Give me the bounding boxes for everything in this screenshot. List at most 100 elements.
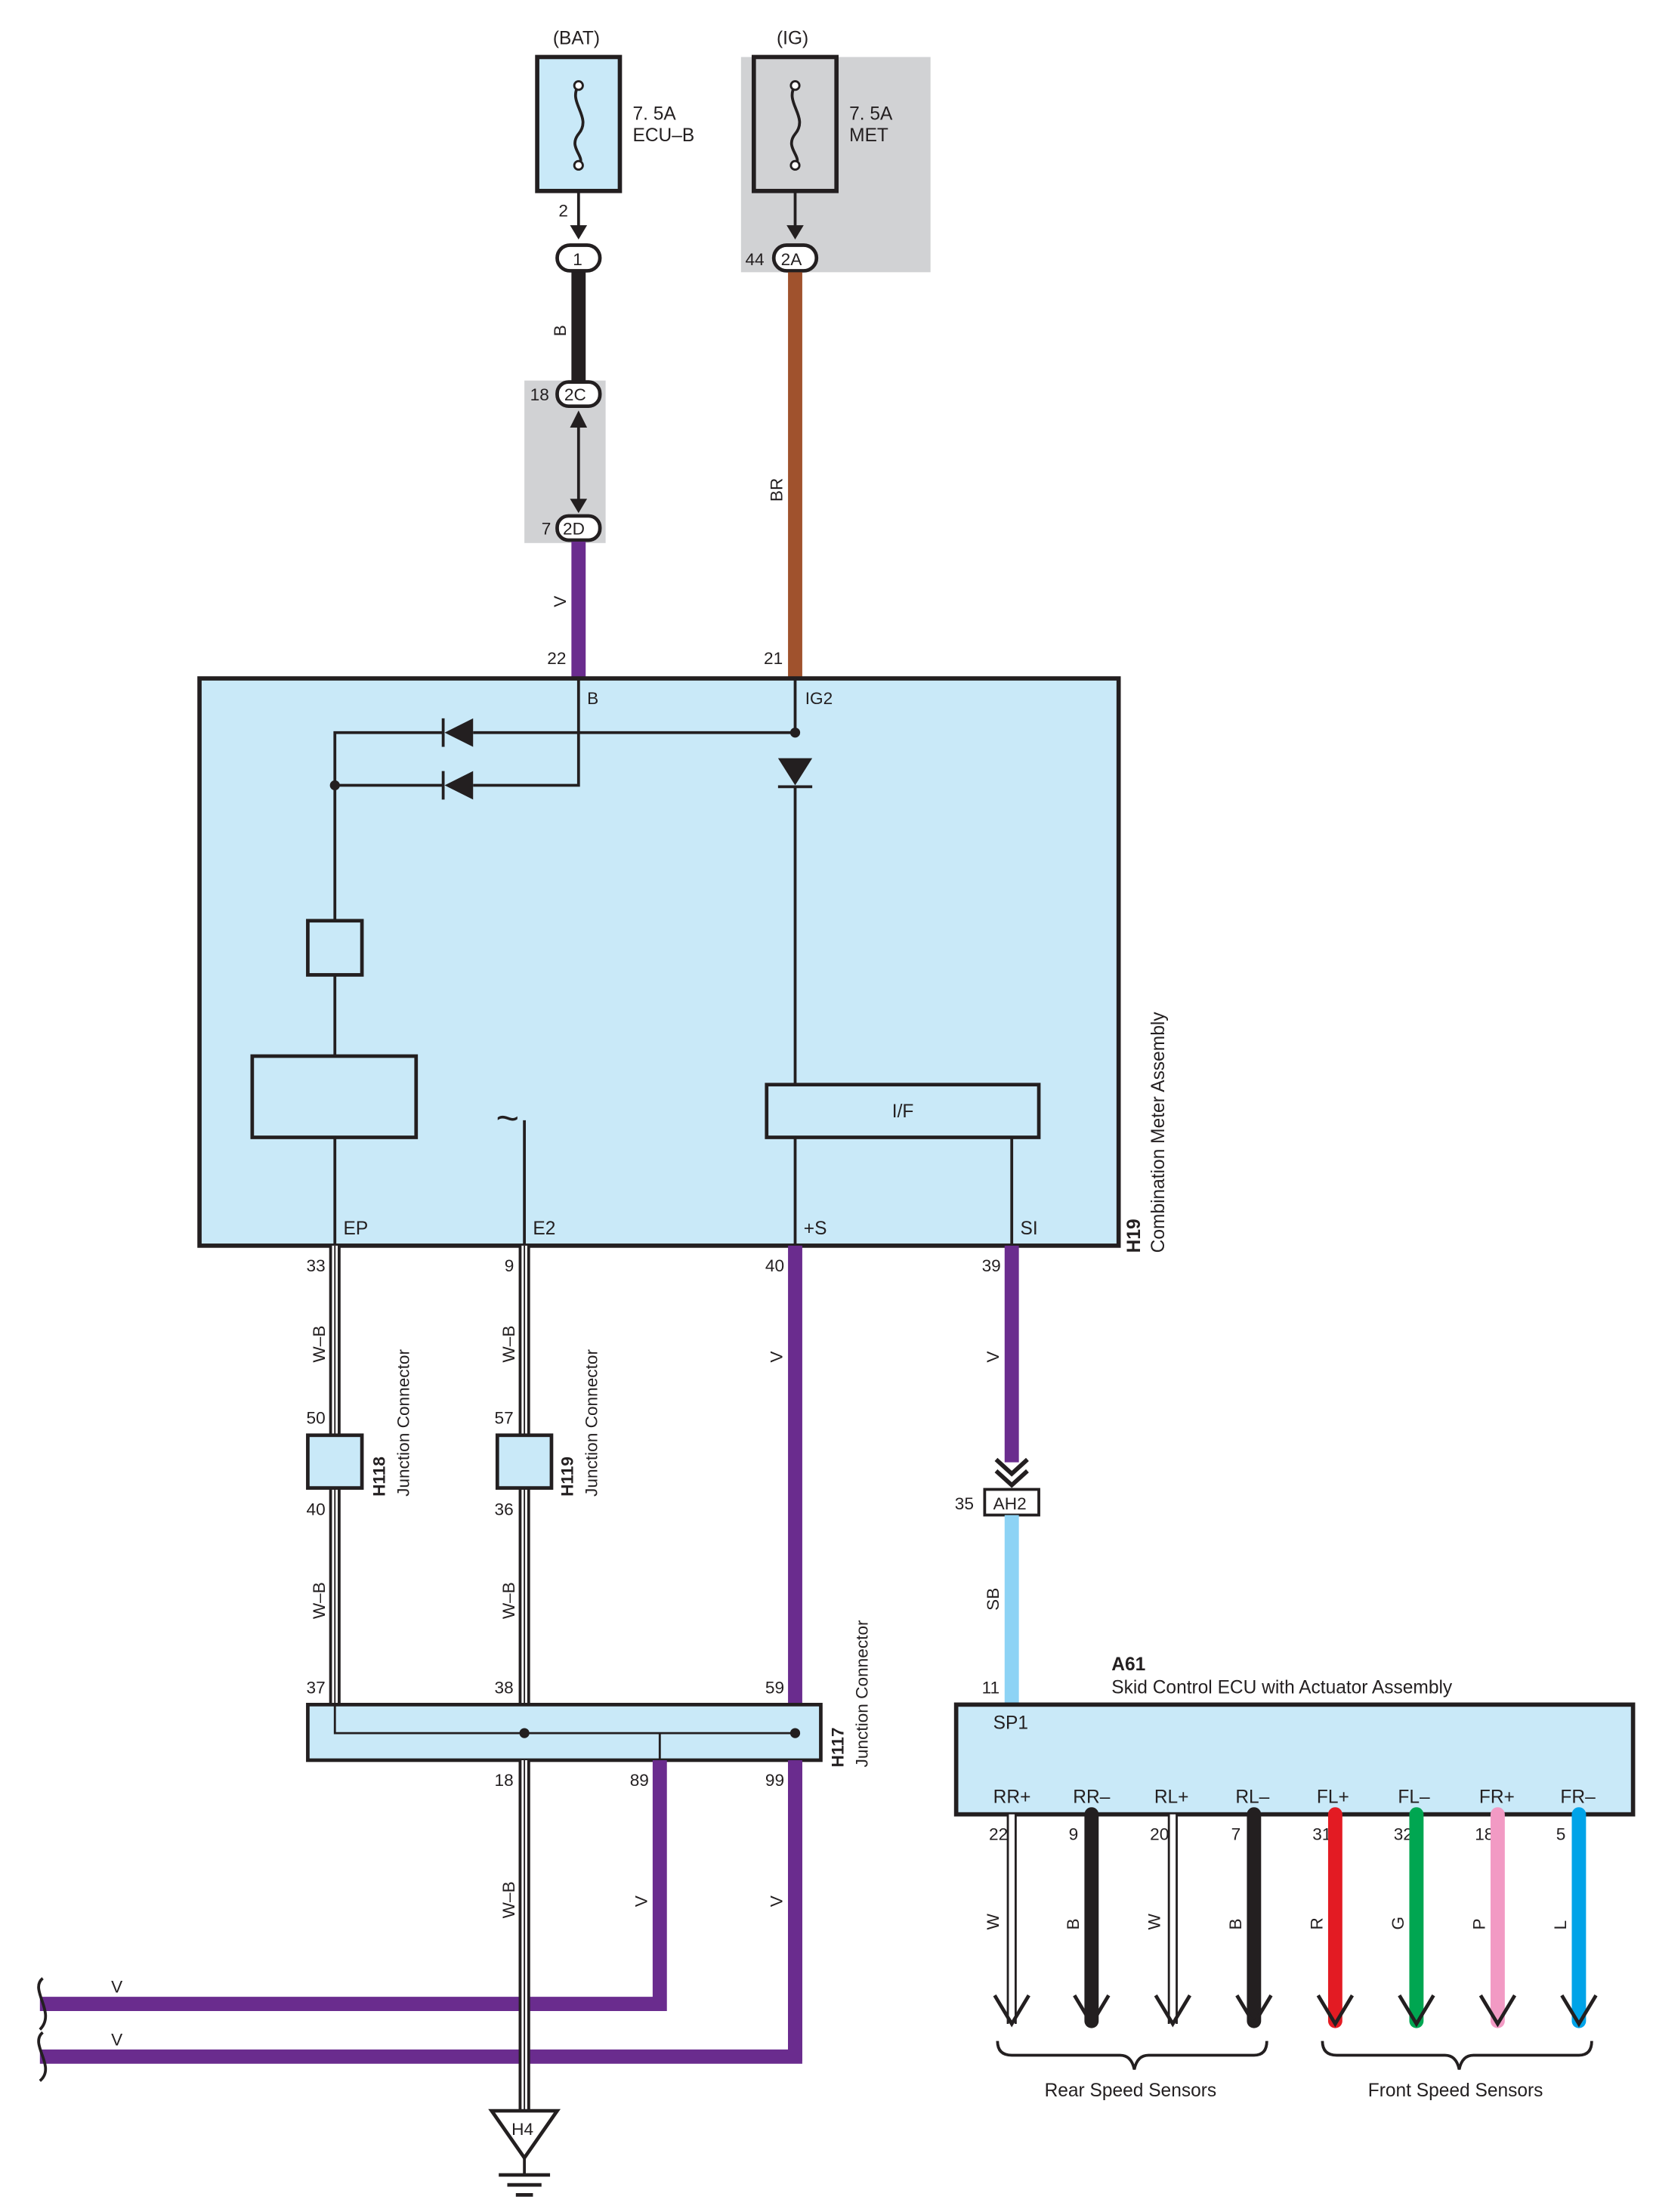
skid-pin-label: 7 [1231, 1825, 1241, 1844]
wire-label-wb3: W–B [310, 1582, 329, 1619]
bat-fuse-symbol [573, 85, 585, 167]
wire-label-wb2: W–B [499, 1326, 518, 1363]
skid-pin-label: 20 [1150, 1825, 1169, 1844]
meter-pin-ep: 33 [307, 1256, 326, 1275]
meter-if-block [765, 1083, 1041, 1139]
sensor-wire-label: P [1469, 1918, 1488, 1929]
sensor-arrow-icon [993, 1994, 1030, 2028]
skid-ecu-box [953, 1702, 1636, 1817]
connector-2d-pin: 7 [542, 519, 552, 538]
skid-pin-label: 22 [989, 1825, 1008, 1844]
skid-term-label: FL+ [1317, 1787, 1349, 1808]
wire-v-89 [39, 1759, 667, 2011]
sensor-arrow-icon [1235, 1994, 1273, 2028]
skid-term-label: FR+ [1479, 1787, 1515, 1808]
sensor-arrow-icon [1478, 1994, 1517, 2028]
wire-label-wb4: W–B [499, 1582, 518, 1619]
connector-2c-label: 2C [564, 385, 586, 404]
ig-fuse-rating: 7. 5A [849, 103, 893, 124]
h117-pin-99: 99 [765, 1771, 784, 1790]
h119-pin-out: 36 [495, 1500, 514, 1518]
sensor-wire-label: W [1145, 1913, 1163, 1929]
front-brace [1321, 2041, 1593, 2070]
ig-fuse-pin: 44 [745, 250, 764, 269]
diode-2 [444, 771, 474, 800]
h119-code: H119 [558, 1457, 576, 1497]
skid-ecu-terminals: RR+22WRR–9BRL+20WRL–7BFL+31RFL–32GFR+18P… [984, 1787, 1598, 2028]
ground-h4 [488, 2109, 561, 2161]
meter-code: H19 [1124, 1219, 1145, 1253]
h119-name: Junction Connector [582, 1349, 601, 1497]
meter-large-block [250, 1054, 419, 1139]
meter-tilde: ~ [496, 1096, 519, 1141]
meter-term-ig2: IG2 [805, 689, 833, 708]
skid-term-label: RL– [1235, 1787, 1269, 1808]
connector-1-label: 1 [573, 250, 582, 269]
sensor-wire-label: R [1307, 1917, 1326, 1929]
meter-name: Combination Meter Assembly [1148, 1012, 1169, 1253]
sensor-arrow-icon [1398, 1994, 1435, 2028]
bat-fuse-rating: 7. 5A [632, 103, 676, 124]
wire-label-wb1: W–B [310, 1326, 329, 1363]
wire-label-b: B [551, 325, 570, 336]
sensor-arrow-icon [1073, 1994, 1111, 2028]
wire-label-v3: V [984, 1351, 1003, 1362]
h118-code: H118 [369, 1457, 388, 1497]
sensor-wire-label: B [1226, 1918, 1245, 1929]
h117-code: H117 [829, 1728, 848, 1768]
diode-1 [444, 718, 474, 747]
h117-pin-18: 18 [495, 1771, 514, 1790]
meter-pin-s: 40 [765, 1256, 784, 1275]
meter-term-b: B [587, 689, 598, 708]
front-sensors-label: Front Speed Sensors [1368, 2081, 1543, 2101]
rear-brace [996, 2041, 1268, 2070]
skid-term-sp1: SP1 [993, 1713, 1028, 1733]
wire-label-v6: V [111, 1977, 122, 1996]
meter-small-block [306, 919, 364, 977]
ground-h4-label: H4 [511, 2120, 533, 2139]
bat-fuse-box [535, 54, 623, 193]
wire-label-wb5: W–B [499, 1881, 518, 1918]
meter-term-ep: EP [344, 1219, 369, 1239]
bat-fuse-name: ECU–B [632, 125, 694, 146]
meter-term-s: +S [804, 1219, 827, 1239]
connector-2c-pin: 18 [530, 385, 549, 404]
wire-label-sb: SB [984, 1588, 1003, 1611]
wire-label-v5: V [768, 1895, 786, 1907]
meter-if-label: I/F [892, 1101, 914, 1122]
connector-2a [771, 243, 819, 273]
ig-fuse-name: MET [849, 125, 888, 146]
skid-pin-sp1: 11 [982, 1678, 1000, 1697]
wire-label-v4: V [632, 1895, 650, 1907]
ig-fuse-box [751, 54, 839, 193]
h118-pin-in: 50 [307, 1409, 326, 1428]
skid-term-label: RR+ [993, 1787, 1031, 1808]
ig-fuse-symbol [789, 85, 802, 167]
skid-code: A61 [1111, 1654, 1145, 1675]
skid-term-label: RR– [1073, 1787, 1110, 1808]
rear-sensors-label: Rear Speed Sensors [1045, 2081, 1217, 2101]
h117-pin-59: 59 [765, 1678, 784, 1697]
connector-2c [555, 380, 602, 409]
skid-term-label: FL– [1398, 1787, 1430, 1808]
meter-pin-ig2: 21 [764, 649, 783, 668]
wire-v-99 [39, 1759, 802, 2064]
h118-name: Junction Connector [394, 1349, 412, 1497]
ah2-label: AH2 [993, 1494, 1027, 1513]
junction-h119 [495, 1433, 554, 1490]
connector-2d-label: 2D [563, 519, 585, 538]
h118-pin-out: 40 [307, 1500, 326, 1518]
sensor-wire-label: G [1389, 1917, 1407, 1930]
ig-source-label: (IG) [777, 28, 808, 48]
sensor-arrow-icon [1560, 1994, 1598, 2028]
skid-term-label: RL+ [1154, 1787, 1189, 1808]
bat-fuse-pin: 2 [558, 202, 568, 221]
ah2-pin: 35 [955, 1494, 974, 1513]
meter-pin-si: 39 [982, 1256, 1001, 1275]
skid-pin-label: 5 [1556, 1825, 1566, 1844]
skid-name: Skid Control ECU with Actuator Assembly [1111, 1677, 1453, 1698]
bat-source-label: (BAT) [553, 28, 600, 48]
skid-term-label: FR– [1560, 1787, 1596, 1808]
h117-pin-38: 38 [495, 1678, 514, 1697]
meter-pin-e2: 9 [505, 1256, 514, 1275]
